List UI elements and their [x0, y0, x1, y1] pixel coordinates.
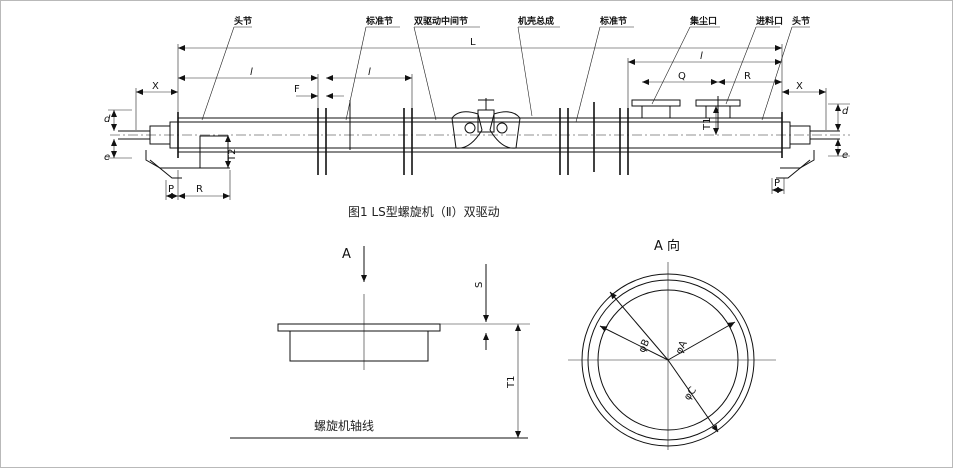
dim-P-right: P — [774, 178, 780, 189]
dim-l-mid: l — [368, 67, 371, 78]
dim-T2: T2 — [227, 149, 238, 162]
label-head-right: 头节 — [792, 15, 810, 27]
dim-X-right: X — [796, 81, 803, 92]
dim-e-left: e — [104, 152, 110, 163]
label-dust-port: 集尘口 — [689, 15, 717, 27]
dim-T1-bottom: T1 — [506, 376, 517, 389]
dim-X-left: X — [152, 81, 159, 92]
label-feed-port: 进料口 — [756, 15, 783, 27]
label-head-left: 头节 — [234, 15, 252, 27]
label-standard-left: 标准节 — [365, 15, 393, 27]
double-drive — [451, 98, 521, 149]
a-view-circle: A 向 φB φA φC — [568, 238, 776, 450]
label-drive-middle: 双驱动中间节 — [414, 15, 468, 27]
dim-l-left: l — [250, 67, 253, 78]
dim-Q: Q — [678, 71, 686, 82]
dim-e-right: e — [842, 150, 848, 161]
dim-phiA: φA — [674, 339, 690, 356]
flanges — [177, 100, 783, 175]
dim-R-top: R — [744, 71, 751, 82]
left-end-assembly — [118, 121, 230, 179]
label-standard-right: 标准节 — [599, 15, 627, 27]
dim-R-bottom: R — [196, 184, 203, 195]
view-title: A 向 — [654, 238, 680, 254]
ports — [631, 96, 741, 128]
port-section-view: A S T1 螺旋机轴线 — [230, 246, 530, 439]
dim-T1-top: T1 — [702, 118, 713, 131]
dim-phiC: φC — [682, 385, 699, 402]
dim-L: L — [470, 37, 476, 48]
dim-F: F — [294, 84, 300, 95]
label-drive-assembly: 机壳总成 — [518, 15, 554, 27]
right-end-assembly — [776, 121, 840, 179]
view-arrow-label: A — [342, 247, 351, 262]
dim-S: S — [474, 282, 485, 288]
dim-P-left: P — [168, 184, 174, 195]
conveyor-elevation: L l l l X X Q R F T1 T2 — [104, 15, 850, 200]
dim-d-right: d — [842, 106, 849, 117]
dim-d-left: d — [104, 114, 111, 125]
figure-caption: 图1 LS型螺旋机（Ⅱ）双驱动 — [348, 205, 500, 219]
dim-phiB: φB — [637, 338, 653, 355]
axis-label: 螺旋机轴线 — [314, 418, 374, 433]
dim-l-right: l — [700, 51, 703, 62]
